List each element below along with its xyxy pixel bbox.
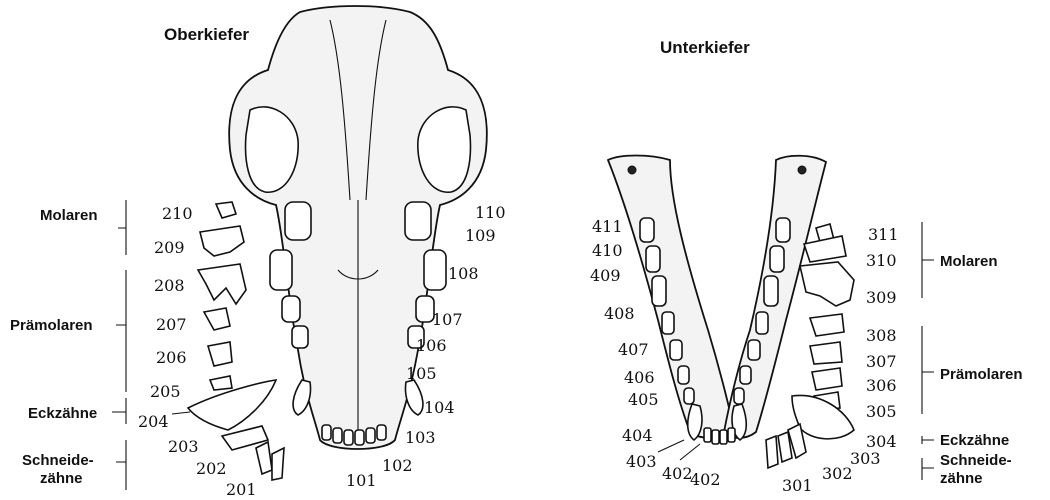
tooth-number: 110 — [475, 203, 506, 222]
upper-jaw-panel: Oberkiefer Molaren Prämolaren Eckzähne S… — [0, 0, 520, 500]
tooth-number: 203 — [168, 437, 199, 456]
tooth-number: 107 — [432, 310, 463, 329]
tooth-number: 303 — [850, 449, 881, 468]
upper-loose-teeth — [188, 202, 284, 480]
tooth-number: 104 — [424, 398, 455, 417]
tooth-number: 106 — [416, 336, 447, 355]
tooth-number: 406 — [624, 368, 655, 387]
tooth-number: 309 — [866, 288, 897, 307]
tooth-number: 302 — [822, 464, 853, 483]
upper-molars-label: Molaren — [40, 207, 98, 224]
tooth-number: 102 — [382, 456, 413, 475]
tooth-number: 210 — [162, 204, 193, 223]
tooth-number: 310 — [866, 251, 897, 270]
tooth-number: 409 — [590, 266, 621, 285]
upper-jaw-title: Oberkiefer — [164, 25, 249, 45]
tooth-number: 109 — [465, 226, 496, 245]
upper-group-brackets — [112, 200, 126, 490]
tooth-number: 405 — [628, 390, 659, 409]
lower-jaw-title: Unterkiefer — [660, 38, 750, 58]
upper-incisors-label-1: Schneide- — [22, 452, 94, 469]
tooth-number: 404 — [622, 426, 653, 445]
tooth-number: 105 — [406, 364, 437, 383]
lower-molars-label: Molaren — [940, 253, 998, 270]
tooth-number: 311 — [868, 225, 899, 244]
left-mandible — [608, 156, 734, 438]
tooth-number: 410 — [592, 241, 623, 260]
tooth-number: 206 — [156, 348, 187, 367]
lower-canines-label: Eckzähne — [940, 432, 1009, 449]
tooth-number: 402 — [662, 464, 693, 483]
tooth-number: 207 — [156, 315, 187, 334]
upper-incisors-label-2: zähne — [40, 470, 83, 487]
lower-group-brackets — [922, 222, 934, 480]
tooth-number: 202 — [196, 459, 227, 478]
tooth-number: 403 — [626, 452, 657, 471]
tooth-number: 205 — [150, 382, 181, 401]
tooth-number: 103 — [405, 428, 436, 447]
upper-jaw-skull-drawing — [0, 0, 520, 500]
tooth-number: 305 — [866, 402, 897, 421]
tooth-number: 308 — [866, 326, 897, 345]
tooth-number: 306 — [866, 376, 897, 395]
lower-incisors-label-2: zähne — [940, 470, 983, 487]
tooth-number: 301 — [782, 476, 813, 495]
tooth-number: 108 — [448, 264, 479, 283]
lower-incisors-label-1: Schneide- — [940, 452, 1012, 469]
tooth-number: 204 — [138, 412, 169, 431]
tooth-number: 408 — [604, 304, 635, 323]
lower-jaw-panel: Unterkiefer Molaren Prämolaren Eckzähne … — [520, 0, 1050, 500]
tooth-number: 411 — [592, 217, 623, 236]
tooth-number: 209 — [154, 238, 185, 257]
upper-canines-label: Eckzähne — [28, 405, 97, 422]
tooth-number: 208 — [154, 276, 185, 295]
tooth-number: 402 — [690, 470, 721, 489]
tooth-number: 307 — [866, 352, 897, 371]
tooth-number: 407 — [618, 340, 649, 359]
upper-premolars-label: Prämolaren — [10, 317, 93, 334]
tooth-number: 101 — [346, 471, 377, 490]
tooth-number: 201 — [226, 480, 257, 499]
lower-premolars-label: Prämolaren — [940, 366, 1023, 383]
